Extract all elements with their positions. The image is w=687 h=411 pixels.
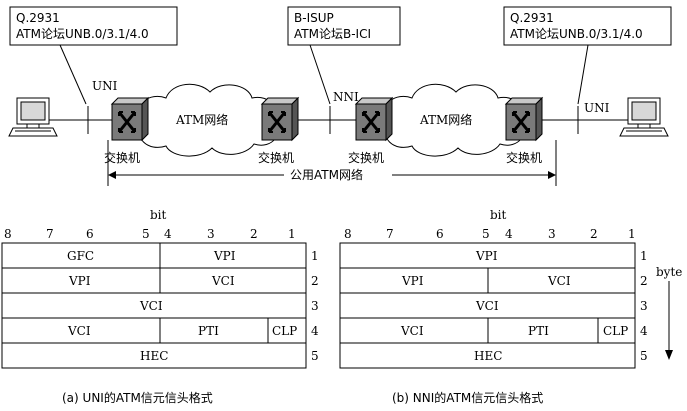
switch-icon-3: [354, 96, 394, 142]
switch-label-4: 交换机: [506, 150, 542, 165]
cloud-right: ATM网络: [384, 83, 525, 157]
uni-header-table: bit 8 7 6 5 4 3 2 1 GFC VPI VPI VCI VCI …: [1, 208, 319, 405]
cloud-left-label: ATM网络: [175, 112, 228, 127]
nni-row-2: 2: [640, 274, 648, 288]
nni-row-1: 1: [640, 249, 648, 263]
callout-right-line1: Q.2931: [510, 11, 554, 25]
nni-bit-label: bit: [490, 208, 507, 222]
nni-bit-1: 1: [628, 227, 636, 241]
uni-bit-5: 5: [142, 227, 150, 241]
switch-icon-2: [260, 96, 300, 142]
computer-left-icon: [8, 97, 58, 137]
uni-bit-8: 8: [4, 227, 12, 241]
nni-bit-7: 7: [386, 227, 394, 241]
nni-row-3: 3: [640, 299, 648, 313]
uni-caption: (a) UNI的ATM信元信头格式: [62, 390, 213, 405]
byte-arrow-icon: [665, 350, 673, 360]
byte-label: byte: [656, 265, 682, 279]
computer-right-icon: [619, 97, 669, 137]
callout-mid-line1: B-ISUP: [294, 11, 334, 25]
nni-bit-6: 6: [436, 227, 444, 241]
switch-icon-4: [504, 96, 544, 142]
uni-row-5: 5: [311, 349, 319, 363]
switch-label-1: 交换机: [104, 150, 140, 165]
nni-vpi-r2: VPI: [401, 274, 424, 288]
switch-label-2: 交换机: [258, 150, 294, 165]
nni-caption: (b) NNI的ATM信元信头格式: [392, 390, 543, 405]
nni-label: NNI: [333, 90, 359, 104]
callout-mid-line2: ATM论坛B-ICI: [294, 27, 371, 41]
callout-mid: B-ISUP ATM论坛B-ICI: [287, 6, 401, 46]
public-net-label: 公用ATM网络: [290, 167, 363, 182]
callout-left-line1: Q.2931: [16, 11, 60, 25]
nni-bit-8: 8: [344, 227, 352, 241]
uni-hec: HEC: [140, 349, 168, 363]
uni-left-label: UNI: [92, 79, 118, 93]
uni-vci-r3: VCI: [139, 299, 163, 313]
cloud-left: ATM网络: [138, 83, 279, 157]
uni-vpi-r2: VPI: [68, 274, 91, 288]
uni-vci-r4: VCI: [67, 324, 91, 338]
uni-bit-7: 7: [46, 227, 54, 241]
uni-bit-2: 2: [250, 227, 258, 241]
nni-row-4: 4: [640, 324, 648, 338]
callout-right: Q.2931 ATM论坛UNB.0/3.1/4.0: [503, 6, 672, 46]
nni-vci-r3: VCI: [475, 299, 499, 313]
nni-bit-3: 3: [548, 227, 556, 241]
nni-vci-r2: VCI: [547, 274, 571, 288]
uni-row-4: 4: [311, 324, 319, 338]
uni-vpi-r1: VPI: [213, 249, 236, 263]
uni-pti: PTI: [198, 324, 219, 338]
cloud-right-label: ATM网络: [419, 112, 472, 127]
nni-pti: PTI: [528, 324, 549, 338]
callout-left-line2: ATM论坛UNB.0/3.1/4.0: [16, 27, 149, 41]
nni-header-table: bit 8 7 6 5 4 3 2 1 VPI VPI VCI VCI VCI …: [339, 208, 682, 405]
nni-bit-4: 4: [505, 227, 513, 241]
uni-right-label: UNI: [584, 101, 610, 115]
callout-left: Q.2931 ATM论坛UNB.0/3.1/4.0: [9, 6, 178, 46]
uni-row-1: 1: [311, 249, 319, 263]
uni-bit-label: bit: [150, 208, 167, 222]
nni-hec: HEC: [474, 349, 502, 363]
uni-bit-1: 1: [288, 227, 296, 241]
nni-vpi-r1: VPI: [475, 249, 498, 263]
uni-bit-6: 6: [86, 227, 94, 241]
nni-bit-2: 2: [590, 227, 598, 241]
uni-row-3: 3: [311, 299, 319, 313]
switch-icon-1: [110, 96, 150, 142]
uni-clp: CLP: [272, 324, 297, 338]
nni-vci-r4: VCI: [400, 324, 424, 338]
uni-bit-4: 4: [164, 227, 172, 241]
nni-bit-5: 5: [482, 227, 490, 241]
uni-gfc: GFC: [67, 249, 94, 263]
uni-vci-r2: VCI: [211, 274, 235, 288]
uni-bit-3: 3: [207, 227, 215, 241]
uni-row-2: 2: [311, 274, 319, 288]
switch-label-3: 交换机: [348, 150, 384, 165]
callout-right-line2: ATM论坛UNB.0/3.1/4.0: [510, 27, 643, 41]
nni-row-5: 5: [640, 349, 648, 363]
nni-clp: CLP: [603, 324, 628, 338]
